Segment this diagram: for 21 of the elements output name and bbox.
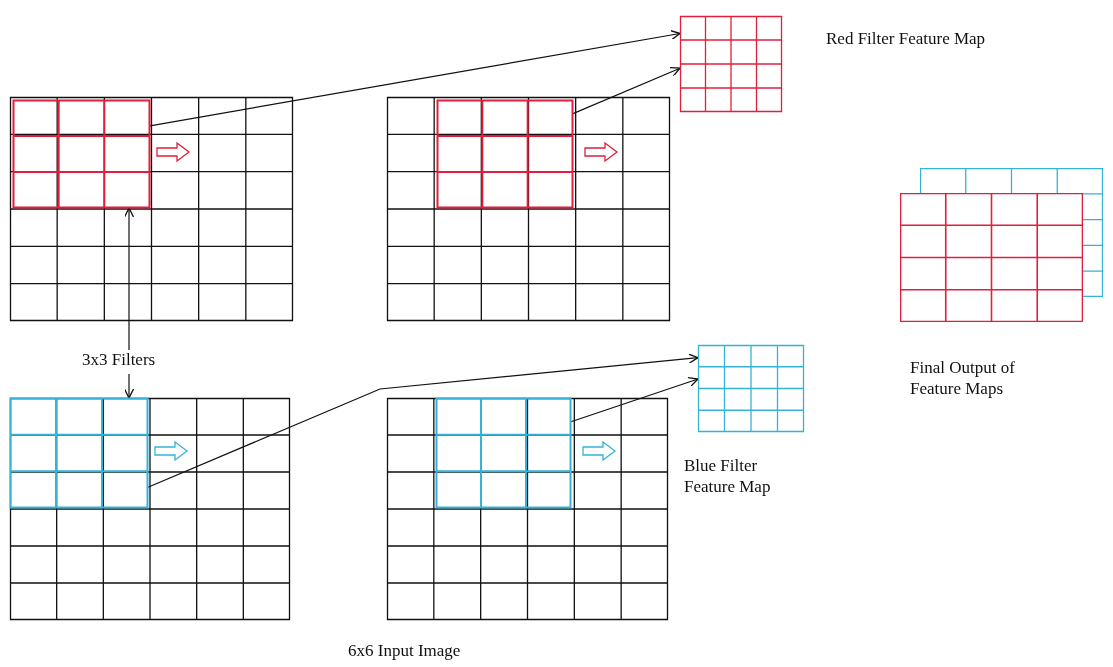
arrow xyxy=(149,29,681,127)
feature-map-grid xyxy=(698,345,804,432)
filter-grid xyxy=(436,398,571,508)
arrow xyxy=(123,207,135,351)
map-caption: Blue Filter Feature Map xyxy=(684,455,772,498)
image-caption: 6x6 Input Image xyxy=(348,640,461,662)
map-caption: Final Output of Feature Maps xyxy=(910,357,1016,400)
filter-grid xyxy=(10,398,148,508)
filter-label: 3x3 Filters xyxy=(82,350,217,374)
feature-map-stack xyxy=(900,168,1103,322)
pixel-grid xyxy=(10,398,290,620)
arrow xyxy=(572,66,681,115)
arrow xyxy=(570,376,699,423)
filter-grid xyxy=(437,100,573,208)
pixel-grid xyxy=(387,97,670,321)
pixel-grid xyxy=(10,97,293,321)
pixel-grid xyxy=(387,398,668,620)
feature-map-grid xyxy=(680,16,782,112)
arrow xyxy=(123,373,135,399)
filter-grid xyxy=(13,100,150,208)
map-caption: Red Filter Feature Map xyxy=(826,28,987,50)
